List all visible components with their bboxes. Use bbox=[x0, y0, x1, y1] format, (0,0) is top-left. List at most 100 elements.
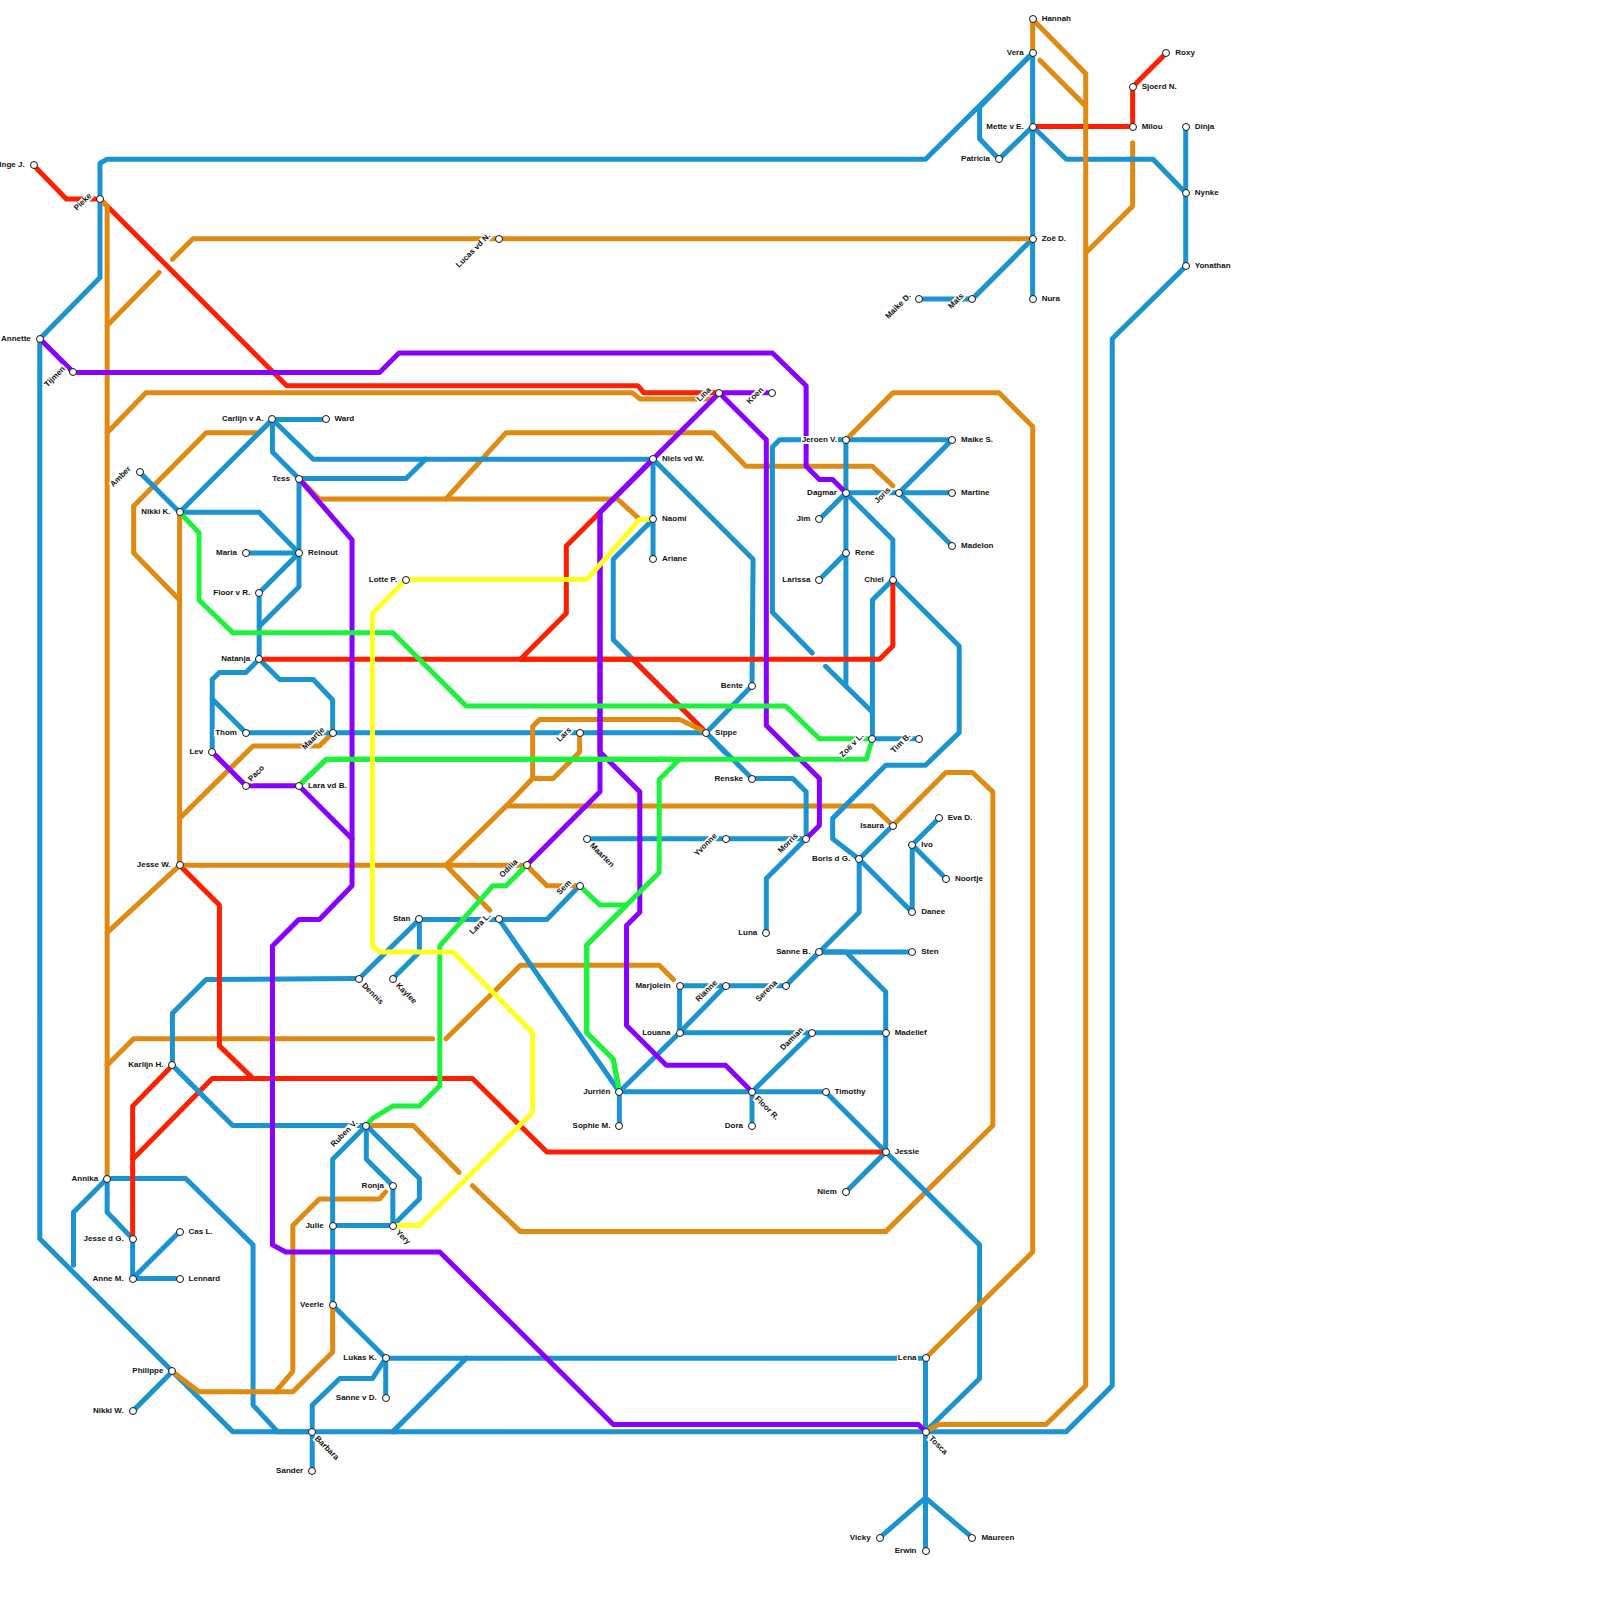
station-dot: Eva D. bbox=[935, 814, 943, 822]
station-dot: Sanne v D. bbox=[382, 1394, 390, 1402]
station-label: Patricia bbox=[960, 155, 991, 163]
station-dot: Jessie bbox=[882, 1148, 890, 1156]
station-dot: Martine bbox=[948, 489, 956, 497]
metro-line bbox=[103, 202, 107, 1175]
station-label: Lucas vd N. bbox=[454, 231, 493, 270]
station-dot: Madelief bbox=[882, 1029, 890, 1037]
metro-line bbox=[582, 888, 626, 1087]
metro-line bbox=[302, 743, 871, 783]
station-dot: Lucas vd N. bbox=[495, 235, 503, 243]
station-dot: Madelon bbox=[948, 542, 956, 550]
station-label: Yvonne bbox=[692, 831, 719, 858]
station-dot: Ivo bbox=[908, 841, 916, 849]
station-dot: Carlijn v A. bbox=[268, 415, 276, 423]
metro-line bbox=[1037, 124, 1129, 129]
station-dot: Yery bbox=[389, 1222, 397, 1230]
metro-line bbox=[980, 56, 1030, 156]
station-label: Chiel bbox=[863, 576, 885, 584]
metro-line bbox=[902, 496, 949, 543]
metro-line bbox=[250, 783, 295, 788]
station-dot: Niels vd W. bbox=[649, 455, 657, 463]
station-dot: Erwin bbox=[922, 1547, 930, 1555]
line-segment bbox=[172, 239, 499, 259]
station-label: Maike D. bbox=[883, 291, 913, 321]
metro-line bbox=[756, 779, 806, 835]
station-label: Lina bbox=[695, 385, 714, 404]
metro-line bbox=[915, 848, 943, 876]
metro-line bbox=[410, 519, 649, 579]
station-label: Luna bbox=[737, 929, 758, 937]
station-label: Jesse d G. bbox=[83, 1235, 125, 1243]
station-label: Dora bbox=[724, 1122, 744, 1130]
metro-line bbox=[651, 463, 656, 515]
station-dot: Chiel bbox=[889, 576, 897, 584]
metro-line bbox=[215, 755, 243, 783]
line-segment bbox=[299, 786, 352, 839]
station-dot: Tijmen bbox=[69, 368, 77, 376]
metro-line bbox=[177, 516, 182, 861]
line-segment bbox=[259, 553, 299, 626]
metro-line bbox=[263, 584, 893, 660]
station-dot: Yonathan bbox=[1182, 262, 1190, 270]
station-label: Ronja bbox=[361, 1182, 385, 1190]
line-segment bbox=[372, 1126, 459, 1173]
station-label: Naomi bbox=[661, 515, 687, 523]
station-dot: Philippe bbox=[168, 1367, 176, 1375]
station-label: Yonathan bbox=[1194, 262, 1232, 270]
station-dot: Jesse d G. bbox=[129, 1235, 137, 1243]
station-dot: Stan bbox=[415, 915, 423, 923]
station-dot: Tim B. bbox=[915, 735, 923, 743]
station-label: Madelief bbox=[894, 1029, 928, 1037]
metro-line bbox=[390, 1356, 922, 1361]
station-label: Maria bbox=[215, 549, 238, 557]
station-dot: Dora bbox=[748, 1122, 756, 1130]
metro-line bbox=[849, 496, 893, 576]
metro-line bbox=[910, 849, 915, 908]
metro-line bbox=[975, 242, 1030, 297]
station-dot: Rianne bbox=[722, 982, 730, 990]
station-label: Cas L. bbox=[188, 1228, 214, 1236]
station-dot: Sjoerd N. bbox=[1129, 83, 1137, 91]
station-dot: Hannah bbox=[1029, 15, 1037, 23]
station-dot: Sippe bbox=[702, 729, 710, 737]
station-dot: Roxy bbox=[1162, 49, 1170, 57]
station-dot: Milou bbox=[1129, 123, 1137, 131]
station-dot: Mette v E. bbox=[1029, 123, 1037, 131]
station-dot: Marjolein bbox=[676, 982, 684, 990]
station-dot: Reinout bbox=[295, 549, 303, 557]
metro-line bbox=[722, 396, 819, 836]
metro-line bbox=[1030, 23, 1035, 49]
station-label: Yery bbox=[393, 1228, 412, 1247]
station-dot: Dinja bbox=[1182, 123, 1190, 131]
metro-line bbox=[862, 862, 909, 909]
station-label: Lars bbox=[555, 725, 574, 744]
station-label: Nynke bbox=[1194, 189, 1220, 197]
station-label: Niem bbox=[816, 1188, 838, 1196]
station-label: Nura bbox=[1041, 295, 1061, 303]
line-segment bbox=[446, 806, 893, 910]
station-dot: Vicky bbox=[876, 1534, 884, 1542]
metro-line bbox=[1036, 129, 1183, 190]
station-dot: Isaura bbox=[889, 822, 897, 830]
metro-line bbox=[133, 1068, 170, 1235]
station-label: Sophie M. bbox=[572, 1122, 612, 1130]
station-label: Lara L. bbox=[467, 912, 493, 938]
metro-line bbox=[503, 236, 1029, 241]
station-dot: René bbox=[842, 549, 850, 557]
station-label: Jurriën bbox=[582, 1088, 611, 1096]
station-label: Hannah bbox=[1041, 15, 1072, 23]
metro-line bbox=[182, 422, 269, 509]
station-dot: Yvonne bbox=[722, 835, 730, 843]
metro-line bbox=[828, 1095, 883, 1150]
metro-line bbox=[135, 1374, 169, 1408]
metro-line bbox=[789, 955, 817, 983]
station-label: Louana bbox=[641, 1029, 671, 1037]
metro-line bbox=[1030, 243, 1035, 295]
station-dot: Timothy bbox=[822, 1088, 830, 1096]
metro-line bbox=[843, 444, 848, 489]
station-label: Roxy bbox=[1174, 49, 1196, 57]
station-dot: Nikki K. bbox=[176, 508, 184, 516]
station-dot: Maureen bbox=[968, 1534, 976, 1542]
station-label: Ruben V. bbox=[329, 1118, 360, 1149]
station-dot: Niem bbox=[842, 1188, 850, 1196]
